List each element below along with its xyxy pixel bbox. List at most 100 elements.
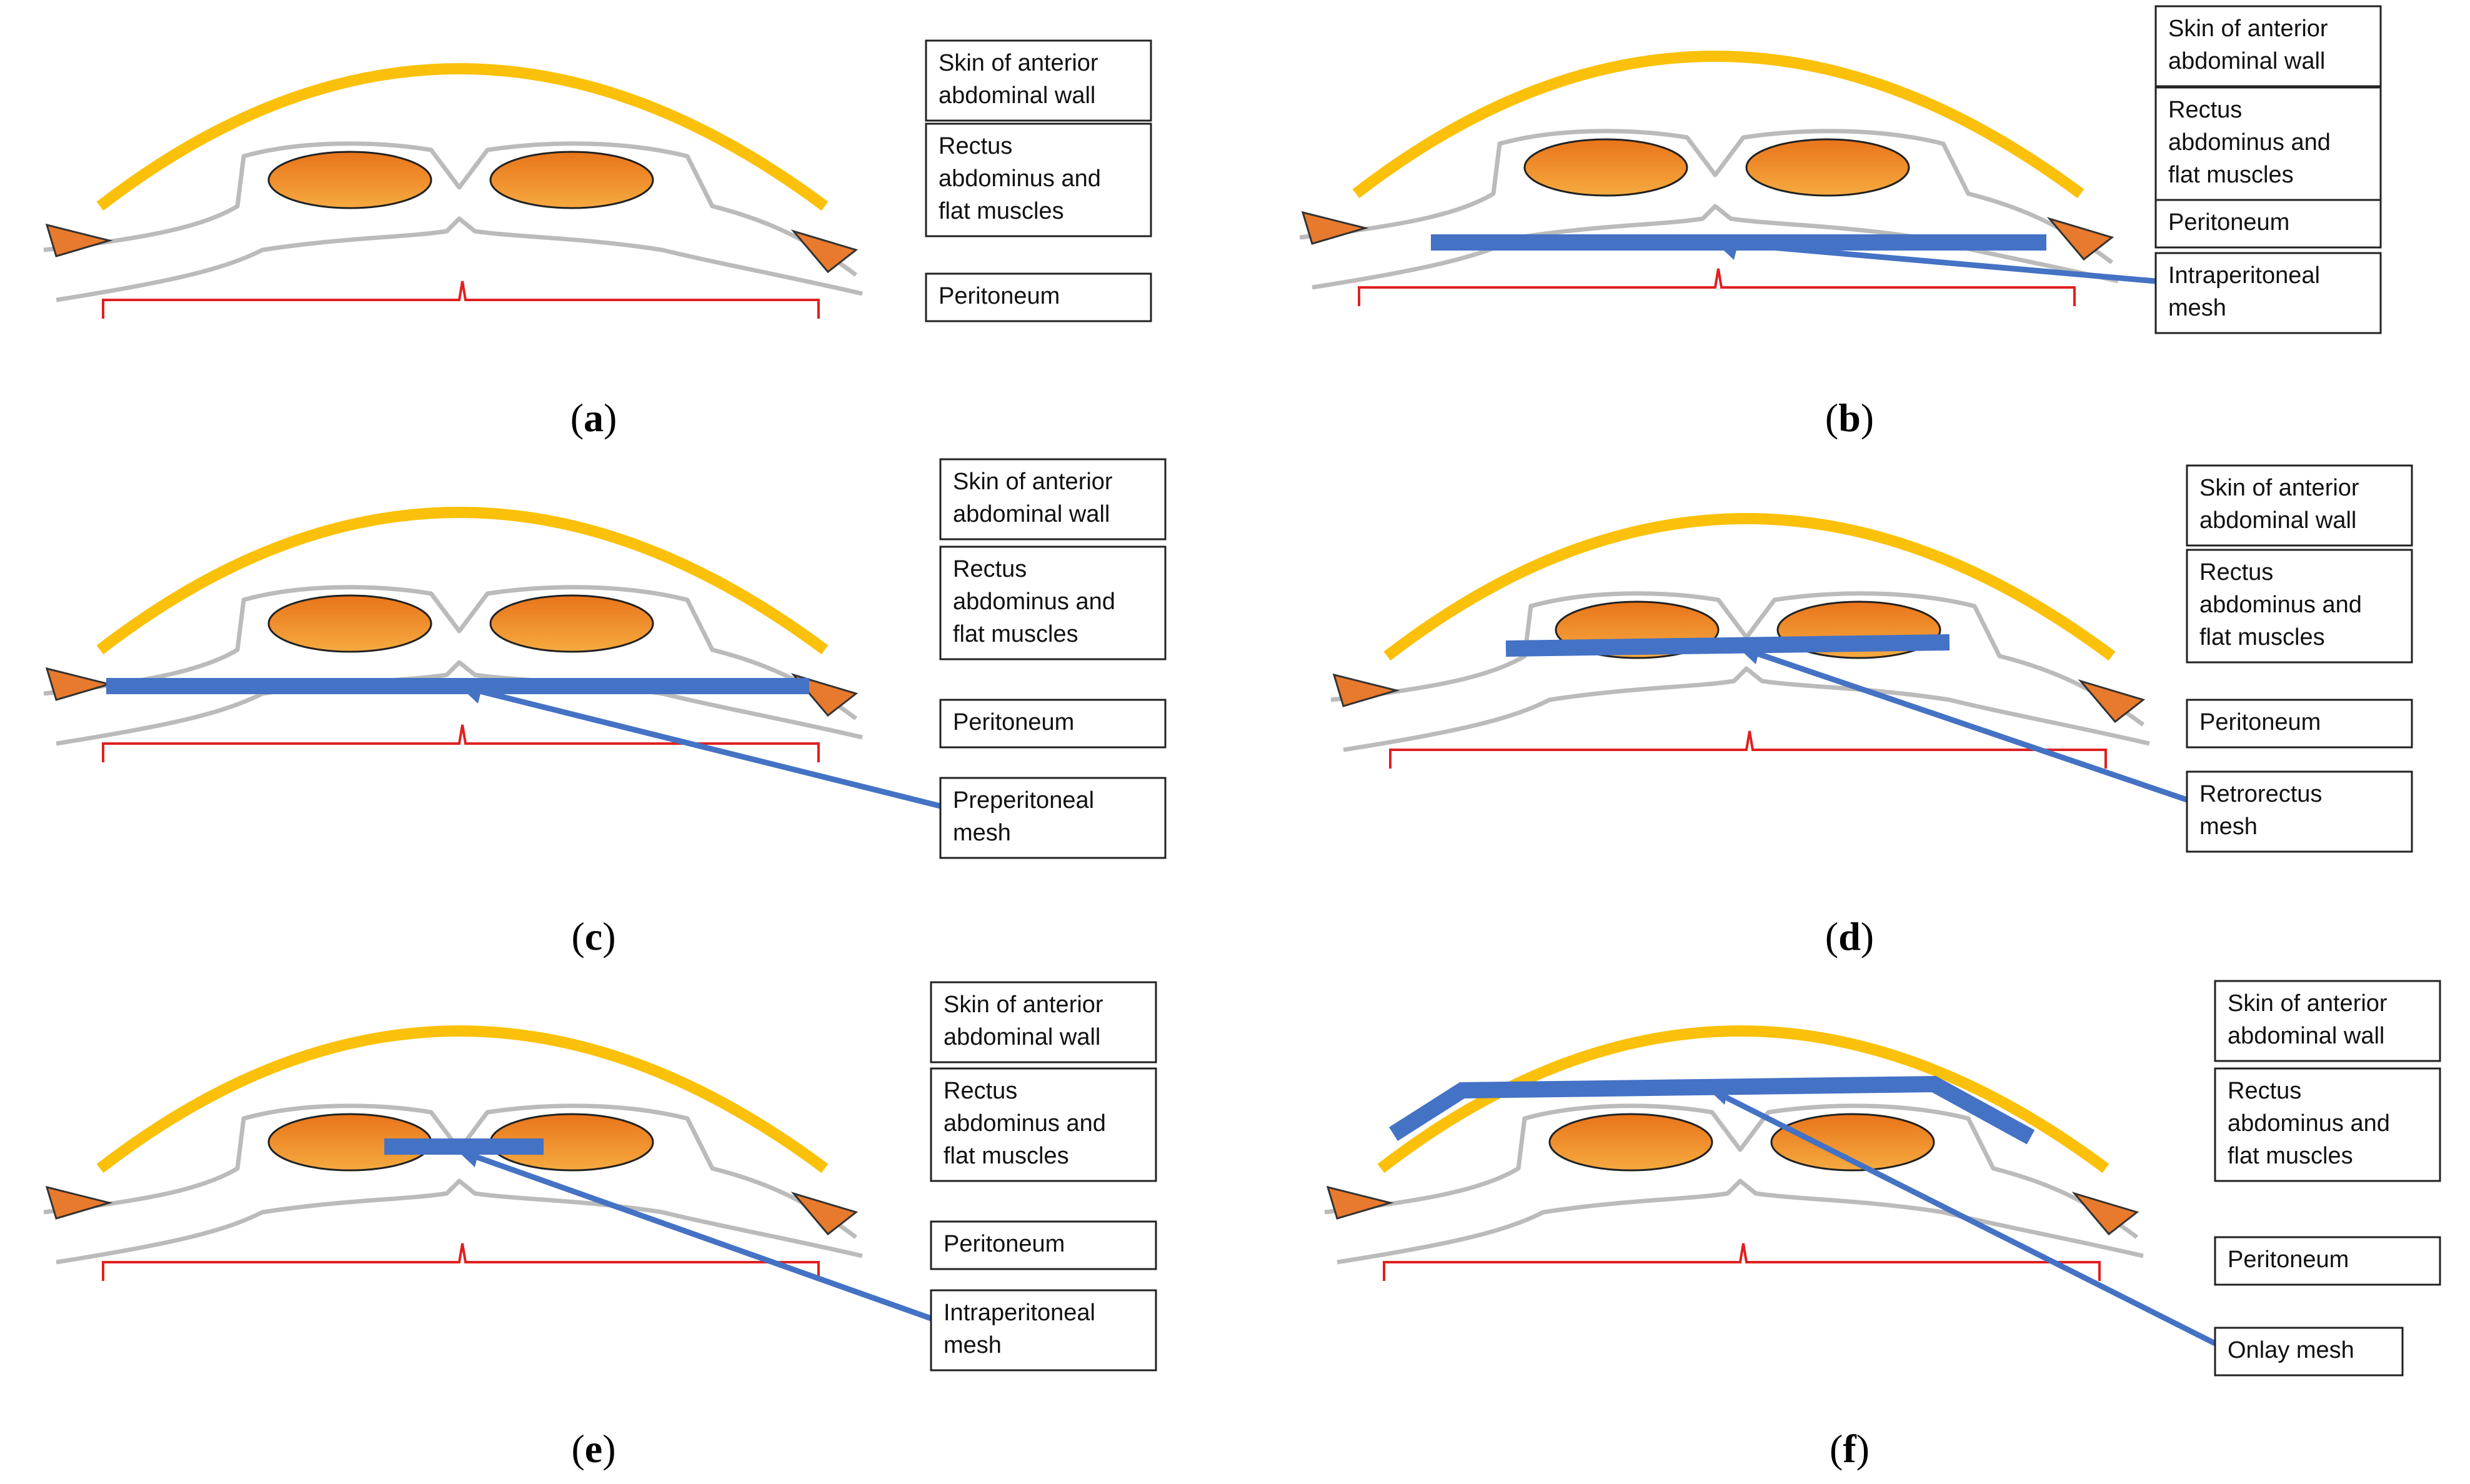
rectus-muscle-right [489,594,654,653]
marker-left-icon [1332,673,1400,707]
label-mesh: Retrorectus mesh [2186,770,2413,853]
label-text-rectus: Rectus [953,556,1027,582]
mesh-pointer-line [458,683,942,809]
label-skin: Skin of anterior abdominal wall [930,981,1157,1063]
label-box-rectus [2154,86,2382,201]
label-box-peritoneum [2186,699,2413,749]
fascia-upper [1299,129,2114,264]
label-box-mesh [2186,770,2413,853]
label-text-rectus: abdominus and [953,589,1115,615]
mesh-bar [1505,634,1950,657]
fascia-upper [43,141,858,277]
panel-caption-d: (d) [1825,914,1874,959]
marker-right-icon [2071,1192,2139,1236]
mesh-pointer-arrowhead-icon [1706,1085,1730,1105]
rectus-muscle-right [489,151,654,209]
label-text-peritoneum: Peritoneum [2228,1247,2349,1273]
label-text-mesh: Onlay mesh [2228,1337,2354,1363]
fascia-lower [56,216,863,302]
label-peritoneum: Peritoneum [925,272,1152,322]
label-text-skin: Skin of anterior [944,992,1103,1018]
label-box-skin [2214,980,2441,1062]
label-text-skin: abdominal wall [2168,48,2325,74]
fascia-upper [1324,1103,2139,1239]
mesh-pointer-line [1704,1084,2217,1347]
skin-arc [1377,1025,2109,1173]
marker-right-icon [790,229,859,274]
label-text-mesh: Preperitoneal [953,787,1094,814]
label-text-rectus: flat muscles [2168,162,2294,188]
label-text-mesh: Intraperitoneal [944,1300,1095,1326]
label-text-rectus: flat muscles [953,621,1078,647]
label-text-mesh: mesh [2199,814,2258,840]
label-text-rectus: abdominus and [2228,1110,2390,1137]
marker-left-icon [1326,1185,1394,1220]
skin-arc [1383,513,2116,661]
label-box-rectus [2186,549,2413,664]
label-box-mesh [930,1289,1157,1372]
label-text-rectus: abdominus and [939,166,1101,192]
skin-arc [96,63,829,211]
rectus-muscle-left [267,594,432,653]
label-text-rectus: flat muscles [2199,624,2325,650]
rectus-muscle-left [1523,138,1688,197]
label-text-skin: Skin of anterior [2168,16,2328,42]
label-text-peritoneum: Peritoneum [953,709,1074,735]
panel-caption-b: (b) [1825,396,1874,440]
label-text-skin: abdominal wall [2228,1023,2384,1049]
label-text-skin: abdominal wall [944,1024,1100,1050]
label-box-peritoneum [925,272,1152,322]
label-peritoneum: Peritoneum [939,699,1167,749]
label-text-rectus: Rectus [2199,559,2273,585]
span-bracket [1358,268,2076,306]
label-text-peritoneum: Peritoneum [939,283,1060,309]
label-box-rectus [939,545,1167,660]
panel-b: Skin of anterior abdominal wallRectusabdo… [1299,5,2382,334]
panel-caption-e: (e) [571,1427,615,1471]
label-text-peritoneum: Peritoneum [2199,709,2321,735]
rectus-muscle-right [1745,138,1910,197]
label-text-rectus: flat muscles [939,198,1064,224]
label-box-mesh [939,777,1167,859]
label-peritoneum: Peritoneum [2154,199,2382,249]
label-box-peritoneum [2154,199,2382,249]
label-box-skin [2186,464,2413,547]
label-text-mesh: Retrorectus [2199,781,2322,807]
label-text-skin: Skin of anterior [939,50,1098,76]
label-text-rectus: abdominus and [944,1110,1106,1137]
panel-caption-a: (a) [570,396,617,440]
mesh-pointer-line [1736,644,2188,803]
marker-right-icon [2078,679,2146,724]
label-text-peritoneum: Peritoneum [2168,209,2289,236]
skin-arc [96,507,829,655]
mesh-pointer-line [1715,239,2156,284]
label-text-skin: Skin of anterior [953,469,1113,495]
mesh-pointer-arrowhead-icon [1715,240,1739,260]
span-bracket [102,281,820,319]
label-box-peritoneum [939,699,1167,749]
mesh-pointer-line [455,1147,932,1322]
marker-left-icon [1301,211,1369,245]
label-box-skin [939,458,1167,540]
label-text-rectus: Rectus [944,1078,1017,1104]
label-box-rectus [2214,1067,2441,1182]
label-text-rectus: abdominus and [2199,592,2362,618]
label-rectus: Rectus abdominus and flat muscles [2186,549,2413,664]
label-text-rectus: flat muscles [944,1143,1069,1169]
span-bracket [102,724,820,762]
label-peritoneum: Peritoneum [2186,699,2413,749]
fascia-lower [1343,666,2150,752]
label-rectus: Rectus abdominus and flat muscles [930,1067,1157,1182]
